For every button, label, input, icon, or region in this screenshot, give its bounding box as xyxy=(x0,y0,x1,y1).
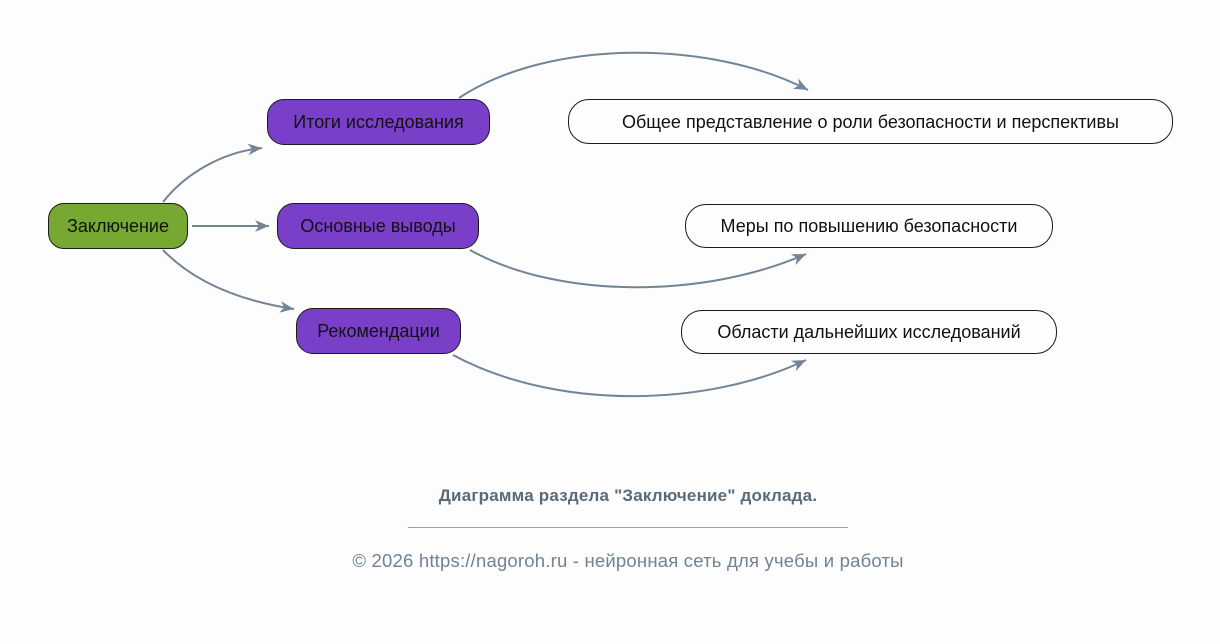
caption-block: Диаграмма раздела "Заключение" доклада. … xyxy=(36,486,1220,572)
edge-root-to-branch3 xyxy=(162,249,295,313)
edge-branch3-to-leaf3 xyxy=(452,354,807,398)
branch-node-main-conclusions: Основные выводы xyxy=(277,203,479,249)
edge-root-to-branch1 xyxy=(162,143,263,203)
leaf-node-security-measures: Меры по повышению безопасности xyxy=(685,204,1053,248)
diagram-caption: Диаграмма раздела "Заключение" доклада. xyxy=(438,486,818,505)
root-node-conclusion: Заключение xyxy=(48,203,188,249)
branch-node-recommendations: Рекомендации xyxy=(296,308,461,354)
copyright-footer: © 2026 https://nagoroh.ru - нейронная се… xyxy=(352,550,904,571)
edge-branch1-to-leaf1 xyxy=(458,51,809,99)
leaf-node-security-overview: Общее представление о роли безопасности … xyxy=(568,99,1173,144)
caption-divider-line xyxy=(408,527,848,528)
edge-branch2-to-leaf2 xyxy=(469,249,807,289)
leaf-node-further-research: Области дальнейших исследований xyxy=(681,310,1057,354)
branch-node-research-results: Итоги исследования xyxy=(267,99,490,145)
